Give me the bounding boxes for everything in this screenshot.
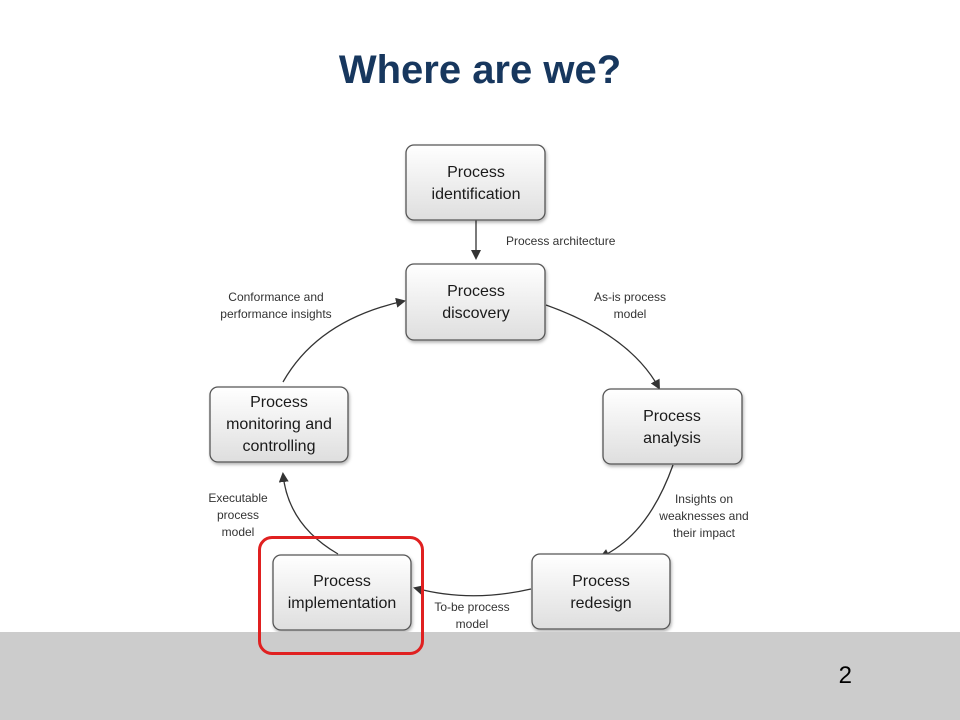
edge-label-executable-model: process — [217, 508, 259, 522]
node-label: controlling — [243, 438, 316, 455]
slide-title: Where are we? — [338, 48, 622, 92]
node-process-analysis: Process analysis — [602, 388, 743, 465]
edge-label-insights: weaknesses and — [658, 509, 748, 523]
node-label: redesign — [570, 595, 631, 612]
arrow-discovery-to-analysis — [545, 304, 660, 390]
edge-label-conformance-insights: Conformance and — [228, 290, 323, 304]
arrow-implementation-to-monitoring — [278, 472, 339, 555]
edge-label-insights: their impact — [673, 526, 736, 540]
node-label: identification — [432, 186, 521, 203]
node-label: Process — [572, 573, 630, 590]
node-label: Process — [447, 164, 505, 181]
node-label: discovery — [442, 305, 510, 322]
arrow-monitoring-to-discovery — [282, 297, 406, 383]
node-label: Process — [250, 394, 308, 411]
edge-label-insights: Insights on — [675, 492, 733, 506]
node-process-monitoring-and-controlling: Process monitoring and controlling — [209, 386, 349, 463]
edge-label-executable-model: model — [222, 525, 255, 539]
edge-label-to-be-model: To-be process — [434, 600, 509, 614]
arrow-analysis-to-redesign — [599, 464, 674, 559]
edge-label-process-architecture: Process architecture — [506, 234, 616, 248]
page-number: 2 — [838, 662, 852, 689]
edge-label-as-is-model: As-is process — [594, 290, 666, 304]
edge-label-to-be-model: model — [456, 617, 489, 631]
node-label: implementation — [288, 595, 397, 612]
edge-label-executable-model: Executable — [208, 491, 268, 505]
node-process-implementation: Process implementation — [272, 554, 412, 631]
node-process-discovery: Process discovery — [405, 263, 546, 341]
edge-label-conformance-insights: performance insights — [220, 307, 331, 321]
node-process-redesign: Process redesign — [531, 553, 671, 630]
edge-label-as-is-model: model — [614, 307, 647, 321]
node-label: Process — [447, 283, 505, 300]
node-label: analysis — [643, 430, 701, 447]
node-process-identification: Process identification — [405, 144, 546, 221]
node-label: Process — [643, 408, 701, 425]
node-label: monitoring and — [226, 416, 332, 433]
highlight-frame-implementation — [258, 536, 424, 655]
arrow-redesign-to-implementation — [413, 585, 532, 597]
footer-band — [0, 632, 960, 720]
bpm-lifecycle-diagram: Process identification Process discovery… — [208, 144, 749, 631]
node-label: Process — [313, 573, 371, 590]
